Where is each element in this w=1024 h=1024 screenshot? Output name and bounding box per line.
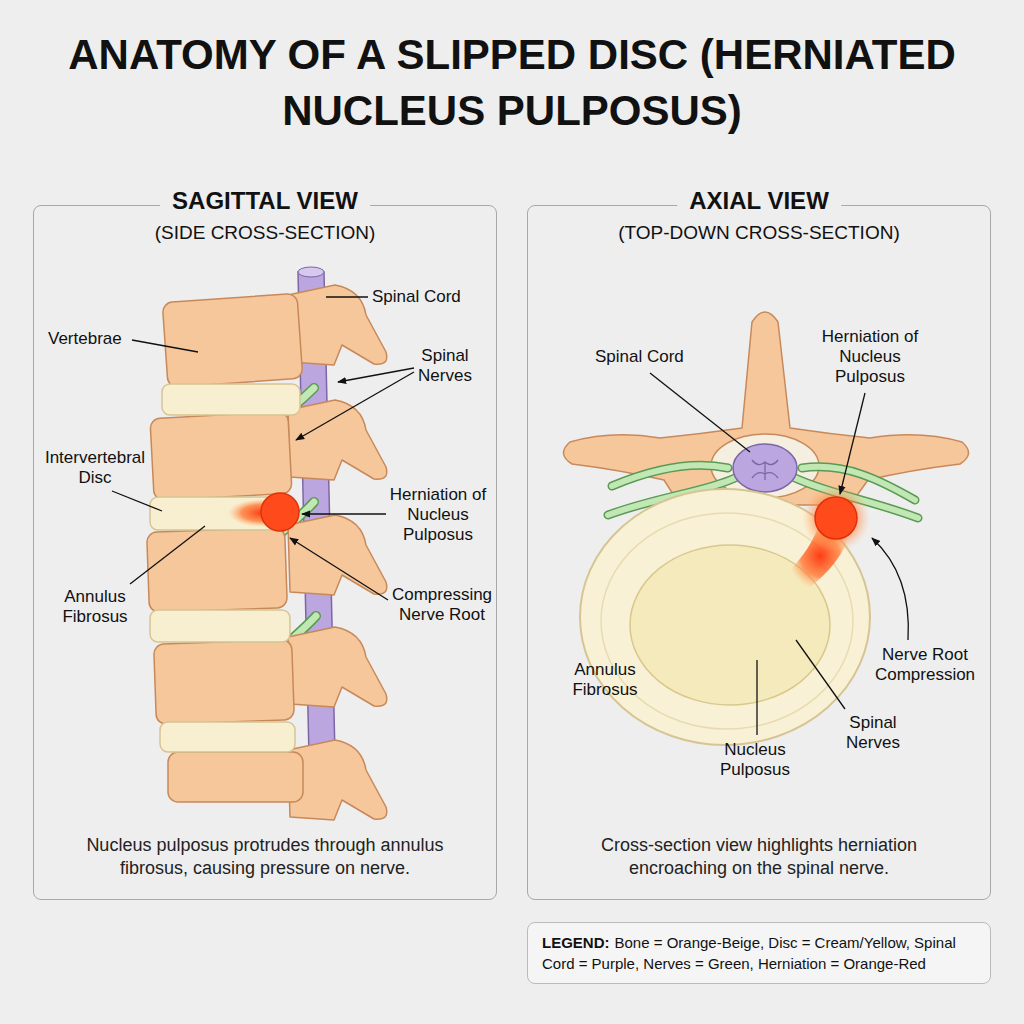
posterior-element <box>288 627 387 707</box>
legend-heading: LEGEND: <box>542 934 610 951</box>
leader-line <box>130 526 205 584</box>
leader-line <box>756 660 757 735</box>
herniation <box>815 497 857 539</box>
herniation-glow <box>802 484 870 552</box>
leader-line <box>302 513 386 514</box>
leader-line <box>796 640 845 709</box>
part-label: Annulus Fibrosus <box>560 660 650 700</box>
panel-heading: AXIAL VIEW <box>677 187 841 215</box>
part-label: Intervertebral Disc <box>35 448 155 488</box>
panel-caption: Nucleus pulposus protrudes through annul… <box>58 834 472 880</box>
leader-line <box>840 393 865 494</box>
grey-matter <box>752 460 778 480</box>
intervertebral-disc <box>160 722 295 752</box>
herniation <box>261 493 299 531</box>
spinal-cord-cap <box>298 267 324 277</box>
intervertebral-disc <box>150 610 290 642</box>
leader-line <box>326 296 368 297</box>
part-label: Herniation of Nucleus Pulposus <box>820 327 920 387</box>
leader-line <box>872 538 908 640</box>
view-panel: SAGITTAL VIEW(SIDE CROSS-SECTION)Nucleus… <box>33 205 497 900</box>
vertebral-body <box>150 411 292 500</box>
leader-line <box>296 372 414 440</box>
vertebral-body <box>162 293 303 387</box>
spinal-cord <box>733 444 797 492</box>
view-panel: AXIAL VIEW(TOP-DOWN CROSS-SECTION)Cross-… <box>527 205 991 900</box>
posterior-element <box>288 285 387 365</box>
posterior-element <box>288 400 387 480</box>
part-label: Herniation of Nucleus Pulposus <box>388 485 488 545</box>
panel-subheading: (TOP-DOWN CROSS-SECTION) <box>538 221 980 245</box>
panel-subheading: (SIDE CROSS-SECTION) <box>44 221 486 245</box>
part-label: Spinal Cord <box>372 287 482 307</box>
leader-line <box>112 491 162 511</box>
part-label: Compressing Nerve Root <box>382 585 502 625</box>
posterior-element <box>288 515 387 595</box>
annulus-ring <box>601 513 853 729</box>
leader-line <box>650 373 750 452</box>
diagram-title: ANATOMY OF A SLIPPED DISC (HERNIATED NUC… <box>62 27 962 139</box>
panel-caption: Cross-section view highlights herniation… <box>552 834 966 880</box>
part-label: Vertebrae <box>48 329 148 349</box>
vertebral-body <box>154 640 295 725</box>
part-label: Annulus Fibrosus <box>50 587 140 627</box>
spinal-nerve <box>612 465 728 486</box>
part-label: Spinal Nerves <box>410 346 480 386</box>
part-label: Nucleus Pulposus <box>715 740 795 780</box>
panel-heading: SAGITTAL VIEW <box>160 187 370 215</box>
annulus-fibrosus <box>580 489 870 745</box>
spinal-nerve <box>612 465 728 486</box>
leader-line <box>290 538 388 600</box>
leader-line <box>338 368 414 382</box>
vertebral-body <box>168 752 303 802</box>
part-label: Spinal Nerves <box>838 713 908 753</box>
legend-box: LEGEND:Bone = Orange-Beige, Disc = Cream… <box>527 922 991 984</box>
vertebral-body <box>147 528 288 613</box>
intervertebral-disc <box>162 384 300 415</box>
vertebral-arch <box>563 312 968 505</box>
part-label: Nerve Root Compression <box>866 645 984 685</box>
part-label: Spinal Cord <box>595 347 705 367</box>
leader-line <box>132 340 198 352</box>
